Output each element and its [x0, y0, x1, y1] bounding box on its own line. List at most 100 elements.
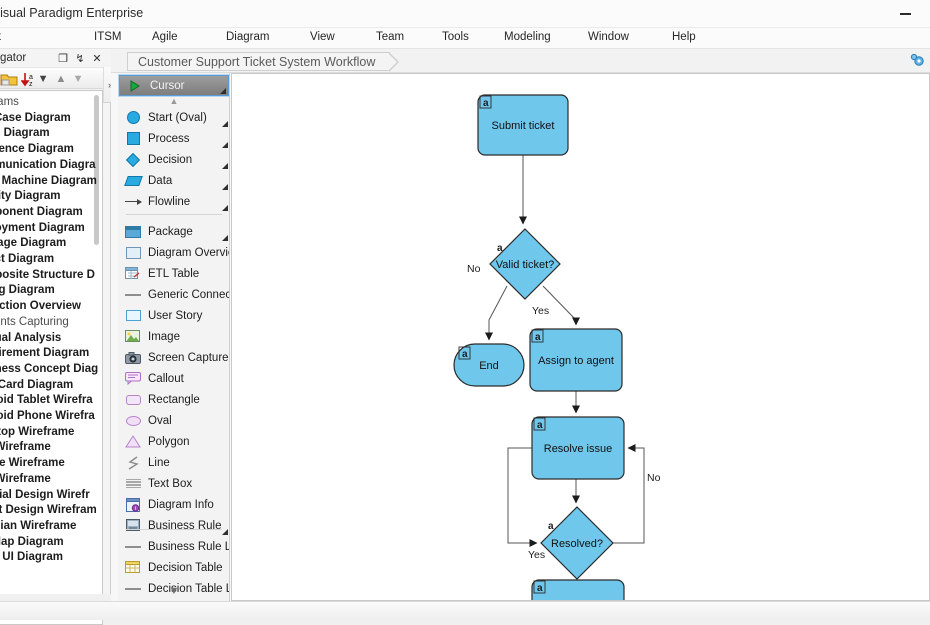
- navigator-tree-item[interactable]: ad Wireframe: [0, 441, 51, 454]
- palette-item-business-rule-link[interactable]: Business Rule Link: [118, 536, 229, 557]
- submenu-corner-icon[interactable]: [222, 163, 228, 169]
- menu-item-help[interactable]: Help: [672, 31, 696, 43]
- chevron-down-icon-2[interactable]: ▼: [72, 73, 84, 85]
- diagram-tab[interactable]: Customer Support Ticket System Workflow: [127, 52, 400, 72]
- menu-item-modeling[interactable]: Modeling: [504, 31, 551, 43]
- navigator-tree-item[interactable]: te Map Diagram: [0, 535, 64, 548]
- navigator-tree-item[interactable]: esktop Wireframe: [0, 425, 75, 438]
- submenu-corner-icon[interactable]: [222, 529, 228, 535]
- palette-item-decision[interactable]: Decision: [118, 149, 229, 170]
- palette-item-start-oval[interactable]: Start (Oval): [118, 107, 229, 128]
- palette-item-generic-connector[interactable]: Generic Connector: [118, 284, 229, 305]
- pin-icon[interactable]: ↯: [75, 52, 85, 65]
- navigator-tree-item[interactable]: usiness Concept Diag: [0, 362, 99, 375]
- navigator-tree-item[interactable]: bject Diagram: [0, 253, 55, 265]
- navigator-tree-item[interactable]: ackage Diagram: [0, 237, 67, 250]
- submenu-corner-icon[interactable]: [222, 184, 228, 190]
- navigator-tree-item[interactable]: ndroid Tablet Wirefra: [0, 394, 93, 407]
- menu-item-agile[interactable]: Agile: [152, 31, 178, 43]
- node-label: End: [479, 360, 499, 372]
- close-icon[interactable]: ✕: [92, 52, 102, 65]
- submenu-corner-icon[interactable]: [222, 121, 228, 127]
- menu-item-itsm[interactable]: ITSM: [94, 31, 122, 43]
- palette-item-text-box[interactable]: Text Box: [118, 473, 229, 494]
- menu-item-tools[interactable]: Tools: [442, 31, 469, 43]
- palette-item-process[interactable]: Process: [118, 128, 229, 149]
- palette-item-rectangle[interactable]: Rectangle: [118, 389, 229, 410]
- navigator-tree-item[interactable]: tate Machine Diagram: [0, 174, 97, 187]
- palette-item-callout[interactable]: Callout: [118, 368, 229, 389]
- palette-item-flowline[interactable]: Flowline: [118, 191, 229, 212]
- navigator-tree-item[interactable]: ommunication Diagra: [0, 158, 96, 171]
- palette-item-polygon[interactable]: Polygon: [118, 431, 229, 452]
- menu-item-diagram[interactable]: Diagram: [226, 31, 270, 43]
- submenu-corner-icon[interactable]: [222, 142, 228, 148]
- folder-icon[interactable]: [0, 71, 18, 87]
- navigator-tree-item[interactable]: ctivity Diagram: [0, 190, 61, 203]
- polygon-icon: [122, 433, 144, 450]
- navigator-tree[interactable]: iagrams se Case Diagram lass Diagram equenc…: [0, 90, 103, 625]
- navigator-tree-item[interactable]: uent Design Wirefram: [0, 504, 97, 517]
- palette-scroll-down-icon[interactable]: ▼: [168, 585, 180, 597]
- navigator-vertical-scrollbar[interactable]: [94, 95, 99, 245]
- navigator-tree-item[interactable]: equirement Diagram: [0, 347, 90, 360]
- palette-item-diagram-overview[interactable]: Diagram Overview: [118, 242, 229, 263]
- window-minimize-button[interactable]: [890, 0, 920, 28]
- navigator-tree-item[interactable]: RC Card Diagram: [0, 378, 74, 391]
- gear-blue-icon[interactable]: [910, 52, 926, 68]
- navigator-tree-item[interactable]: lassian Wireframe: [0, 519, 77, 532]
- submenu-corner-icon[interactable]: [222, 235, 228, 241]
- navigator-tree-item[interactable]: ming Diagram: [0, 284, 55, 297]
- palette-item-business-rule[interactable]: Business Rule: [118, 515, 229, 536]
- palette-item-screen-capture[interactable]: Screen Capture: [118, 347, 229, 368]
- palette-item-label: Decision Table Link: [148, 582, 229, 595]
- palette-item-decision-table[interactable]: Decision Table: [118, 557, 229, 578]
- navigator-tree-item[interactable]: omposite Structure D: [0, 268, 95, 281]
- palette-item-package[interactable]: Package: [118, 221, 229, 242]
- palette-item-image[interactable]: Image: [118, 326, 229, 347]
- chevron-down-icon[interactable]: ▼: [37, 73, 49, 85]
- restore-icon[interactable]: ❐: [58, 52, 68, 65]
- menu-item-view[interactable]: View: [310, 31, 335, 43]
- navigator-tree-item[interactable]: equence Diagram: [0, 143, 74, 156]
- navigator-tree-item[interactable]: eployment Diagram: [0, 221, 85, 234]
- navigator-tree-item[interactable]: hone Wireframe: [0, 457, 65, 470]
- palette-scroll-up-icon[interactable]: ▲: [169, 96, 179, 106]
- menu-item-team[interactable]: Team: [376, 31, 405, 43]
- edge-label: No: [467, 263, 481, 275]
- navigator-tree-item[interactable]: ements Capturing: [0, 315, 69, 328]
- navigator-tree-item[interactable]: lass Diagram: [0, 127, 50, 140]
- palette-item-cursor[interactable]: Cursor: [118, 74, 229, 97]
- collapse-all-icon[interactable]: ▲: [55, 73, 67, 85]
- navigator-tree-item[interactable]: eb Wireframe: [0, 472, 51, 485]
- palette-item-oval[interactable]: Oval: [118, 410, 229, 431]
- navigator-tree-item[interactable]: ndroid Phone Wirefra: [0, 410, 95, 422]
- palette-item-user-story[interactable]: User Story: [118, 305, 229, 326]
- palette-item-decision-table-link[interactable]: Decision Table Link: [118, 578, 229, 599]
- flow-node-notify[interactable]: aNotify customer: [531, 579, 625, 601]
- navigator-tree-item[interactable]: se Case Diagram: [0, 111, 71, 124]
- navigator-tree-item[interactable]: extual Analysis: [0, 331, 62, 344]
- navigator-tree-item[interactable]: aterial Design Wirefr: [0, 488, 90, 501]
- palette-item-data[interactable]: Data: [118, 170, 229, 191]
- navigator-tree-item[interactable]: teraction Overview: [0, 300, 81, 313]
- navigator-tree-item[interactable]: iagrams: [0, 96, 19, 108]
- palette-item-etl-table[interactable]: ETL Table: [118, 263, 229, 284]
- submenu-corner-icon[interactable]: [222, 205, 228, 211]
- submenu-corner-icon[interactable]: [220, 88, 226, 94]
- menu-item-ct[interactable]: ct: [0, 31, 1, 43]
- navigator-tree-item[interactable]: omponent Diagram: [0, 205, 83, 218]
- palette-item-line[interactable]: Line: [118, 452, 229, 473]
- navigator-tree-item[interactable]: ired UI Diagram: [0, 551, 63, 564]
- menu-item-window[interactable]: Window: [588, 31, 629, 43]
